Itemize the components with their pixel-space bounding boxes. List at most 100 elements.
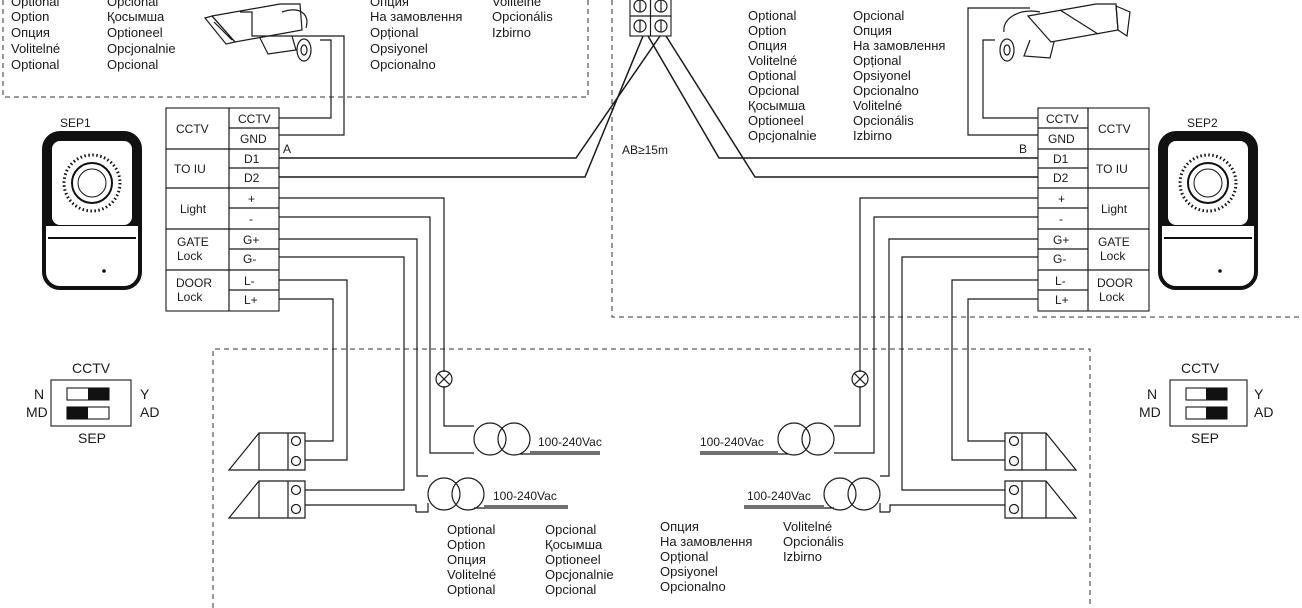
- pin-label: +: [248, 192, 255, 206]
- optional-note-top-mid-col1: Опция На замовлення Opțional Opsiyonel O…: [370, 0, 462, 72]
- svg-text:Opsiyonel: Opsiyonel: [660, 564, 718, 579]
- dip-switch-right: CCTV N MD Y AD SEP: [1139, 360, 1273, 446]
- dip-label: N: [1147, 386, 1157, 402]
- optional-note-top-mid-col2: Volitelné Opcionális Izbirno: [492, 0, 553, 40]
- svg-text:Volitelné: Volitelné: [11, 41, 60, 56]
- terminal-strip-icon: [629, 0, 672, 37]
- dip-title: CCTV: [1181, 360, 1220, 376]
- svg-text:Izbirno: Izbirno: [853, 128, 892, 143]
- point-b-label: B: [1019, 142, 1027, 156]
- pin-label: L-: [244, 274, 255, 288]
- optional-note-bottom-col4: Volitelné Opcionális Izbirno: [783, 519, 844, 564]
- svg-text:Opcional: Opcional: [748, 83, 799, 98]
- svg-text:Volitelné: Volitelné: [447, 567, 496, 582]
- optional-note-bottom-col1: Optional Option Опция Volitelné Optional: [447, 522, 496, 597]
- svg-text:Опция: Опция: [748, 38, 787, 53]
- dip-label: AD: [1254, 404, 1273, 420]
- pin-label: GND: [240, 132, 267, 146]
- pin-label: G-: [1053, 252, 1066, 266]
- group-label-to-iu: TO IU: [174, 162, 206, 176]
- pin-label: L-: [1055, 274, 1066, 288]
- power-label: 100-240Vac: [538, 435, 602, 449]
- svg-text:Opcionalno: Opcionalno: [660, 579, 726, 594]
- optional-area-top-left: [2, 0, 589, 98]
- pin-label: D1: [244, 152, 260, 166]
- door-station-sep1-icon: [42, 131, 142, 290]
- point-a-label: A: [283, 142, 291, 156]
- svg-text:Volitelné: Volitelné: [783, 519, 832, 534]
- svg-text:Қосымша: Қосымша: [545, 537, 603, 552]
- svg-text:Қосымша: Қосымша: [748, 98, 806, 113]
- svg-text:На замовлення: На замовлення: [660, 534, 752, 549]
- optional-note-top-left-col2: Opcional Қосымша Optioneel Opcjonalnie O…: [107, 0, 176, 72]
- group-label-door-lock-line2: Lock: [177, 290, 203, 304]
- svg-text:Opcional: Opcional: [545, 582, 596, 597]
- pin-label: D2: [244, 171, 260, 185]
- pin-label: D1: [1053, 152, 1069, 166]
- dip-label: Y: [1254, 386, 1264, 402]
- group-label-gate-lock: GATE: [177, 235, 209, 249]
- svg-text:Optional: Optional: [447, 582, 496, 597]
- svg-text:Izbirno: Izbirno: [783, 549, 822, 564]
- svg-text:Opcjonalnie: Opcjonalnie: [107, 41, 176, 56]
- svg-text:Volitelné: Volitelné: [853, 98, 902, 113]
- svg-text:Opcionális: Opcionális: [492, 9, 553, 24]
- svg-text:Opcjonalnie: Opcjonalnie: [545, 567, 614, 582]
- pin-label: CCTV: [238, 112, 271, 126]
- sep2-label: SEP2: [1187, 116, 1218, 130]
- svg-text:Optional: Optional: [11, 0, 60, 9]
- svg-text:Optioneel: Optioneel: [107, 25, 163, 40]
- svg-text:Opcional: Opcional: [545, 522, 596, 537]
- svg-text:Опция: Опция: [853, 23, 892, 38]
- svg-text:Volitelné: Volitelné: [748, 53, 797, 68]
- pin-label: -: [249, 212, 253, 226]
- dip-label: MD: [26, 404, 48, 420]
- svg-text:Opcionalno: Opcionalno: [853, 83, 919, 98]
- svg-text:Опция: Опция: [447, 552, 486, 567]
- optional-area-top-right: [611, 0, 1302, 318]
- svg-text:Опция: Опция: [660, 519, 699, 534]
- dip-label: SEP: [1191, 430, 1219, 446]
- power-label: 100-240Vac: [700, 435, 764, 449]
- svg-text:Izbirno: Izbirno: [492, 25, 531, 40]
- dip-label: N: [34, 386, 44, 402]
- svg-text:Option: Option: [11, 9, 49, 24]
- svg-text:Option: Option: [447, 537, 485, 552]
- pin-label: GND: [1048, 132, 1075, 146]
- power-label: 100-240Vac: [493, 489, 557, 503]
- svg-text:Опция: Опция: [370, 0, 409, 9]
- dip-label: MD: [1139, 404, 1161, 420]
- group-label-door-lock: DOOR: [1097, 276, 1133, 290]
- dip-title: CCTV: [72, 360, 111, 376]
- svg-text:Opțional: Opțional: [370, 25, 419, 40]
- pin-label: G+: [243, 233, 259, 247]
- optional-note-top-left-col1: Optional Option Опция Volitelné Optional: [11, 0, 60, 72]
- optional-note-bottom-col2: Opcional Қосымша Optioneel Opcjonalnie O…: [545, 522, 614, 597]
- svg-text:Option: Option: [748, 23, 786, 38]
- svg-text:Opsiyonel: Opsiyonel: [370, 41, 428, 56]
- pin-label: +: [1058, 192, 1065, 206]
- svg-text:Optional: Optional: [748, 68, 797, 83]
- svg-text:Opcjonalnie: Opcjonalnie: [748, 128, 817, 143]
- svg-text:На замовлення: На замовлення: [370, 9, 462, 24]
- svg-text:Қосымша: Қосымша: [107, 9, 165, 24]
- pin-label: CCTV: [1046, 112, 1079, 126]
- transformer-icon: 100-240Vac: [700, 422, 835, 456]
- lock-icon: [227, 432, 306, 471]
- optional-note-top-right-col2: Opcional Опция На замовлення Opțional Op…: [853, 8, 945, 143]
- group-label-gate-lock-line2: Lock: [177, 249, 203, 263]
- dip-label: SEP: [78, 430, 106, 446]
- svg-text:Opcional: Opcional: [853, 8, 904, 23]
- group-label-light: Light: [180, 202, 207, 216]
- group-label-light: Light: [1101, 202, 1128, 216]
- svg-text:Opcional: Opcional: [107, 57, 158, 72]
- svg-text:Opcionalno: Opcionalno: [370, 57, 436, 72]
- pin-label: D2: [1053, 171, 1069, 185]
- pin-label: -: [1059, 212, 1063, 226]
- svg-text:Optioneel: Optioneel: [545, 552, 601, 567]
- svg-text:Optional: Optional: [447, 522, 496, 537]
- sep1-label: SEP1: [60, 116, 91, 130]
- svg-text:Optional: Optional: [11, 57, 60, 72]
- power-label: 100-240Vac: [747, 489, 811, 503]
